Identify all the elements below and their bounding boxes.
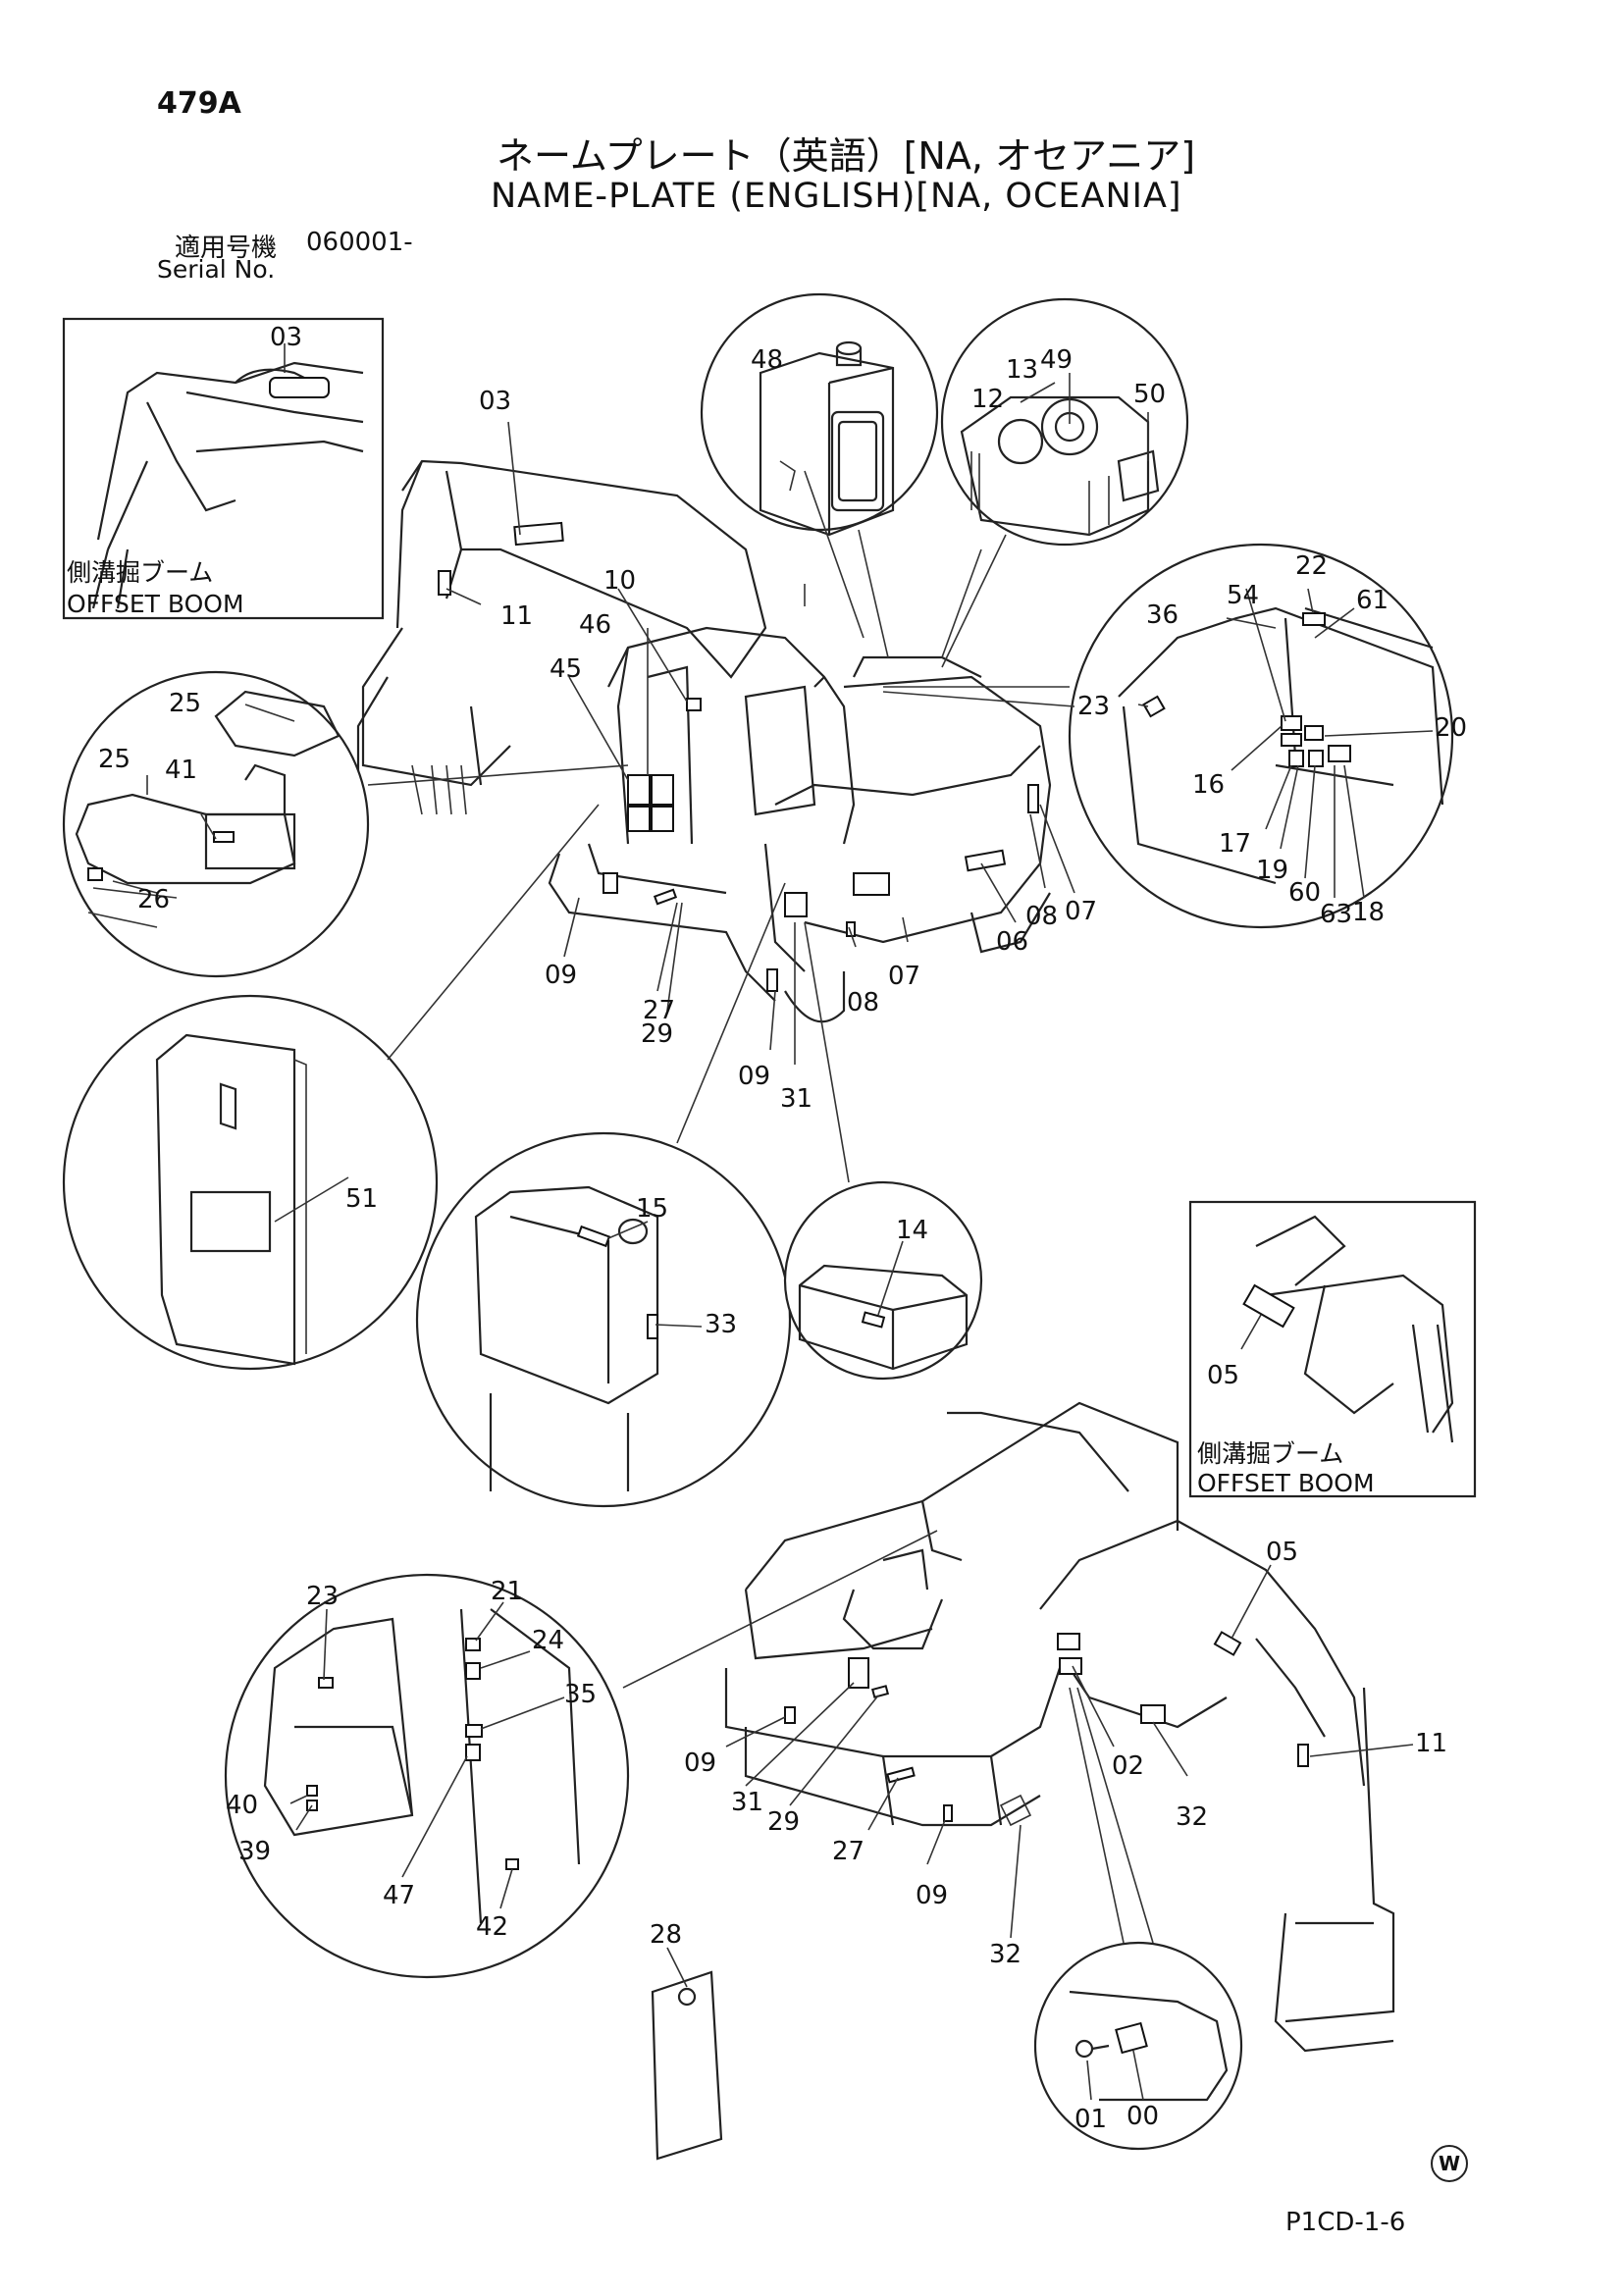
callout-20: 20 (1435, 713, 1467, 743)
callout-31: 31 (780, 1084, 812, 1114)
inset-swing-frame (62, 670, 370, 978)
callout-09: 09 (916, 1881, 948, 1910)
callout-05: 05 (1207, 1361, 1239, 1390)
inset-cab-interior-lower (224, 1573, 630, 1979)
callout-23: 23 (306, 1582, 339, 1611)
callout-36: 36 (1146, 600, 1179, 630)
callout-06: 06 (996, 927, 1028, 957)
callout-07: 07 (888, 962, 920, 991)
callout-17: 17 (1219, 829, 1251, 859)
callout-48: 48 (751, 345, 783, 375)
offset-boom-caption-jp: 側溝掘ブーム (1197, 1439, 1343, 1468)
callout-63: 63 (1320, 900, 1352, 929)
leader-lines (112, 343, 1434, 2101)
callout-21: 21 (491, 1577, 523, 1606)
callout-27: 27 (643, 996, 675, 1025)
callout-09: 09 (738, 1062, 770, 1091)
callout-16: 16 (1192, 770, 1225, 800)
callout-24: 24 (532, 1626, 564, 1655)
callout-23: 23 (1077, 692, 1110, 721)
callout-18: 18 (1352, 898, 1385, 927)
callout-labels: 03 03 11 10 46 45 48 13 49 12 50 25 25 4… (98, 323, 1467, 2134)
callout-49: 49 (1040, 345, 1073, 375)
callout-15: 15 (636, 1194, 668, 1224)
inset-cover-panel (62, 994, 439, 1371)
excavator-front-view (356, 459, 1052, 1023)
callout-00: 00 (1126, 2102, 1159, 2131)
callout-28: 28 (650, 1920, 682, 1950)
inset-offset-boom-top (62, 317, 385, 620)
callout-10: 10 (603, 566, 636, 596)
callout-25: 25 (98, 745, 131, 774)
inset-captions: 側溝掘ブーム OFFSET BOOM 側溝掘ブーム OFFSET BOOM (67, 558, 1375, 1497)
callout-11: 11 (1415, 1729, 1447, 1758)
excavator-rear-view (724, 1401, 1395, 2053)
figure-code: P1CD-1-6 (1285, 2208, 1406, 2237)
serial-label-english: Serial No. (157, 255, 276, 284)
page-number: 479A (157, 86, 241, 121)
title-english: NAME-PLATE (ENGLISH)[NA, OCEANIA] (491, 177, 1182, 216)
inset-serial-plate (1033, 1941, 1243, 2151)
callout-19: 19 (1256, 856, 1288, 885)
callout-33: 33 (705, 1310, 737, 1339)
offset-boom-caption-jp: 側溝掘ブーム (67, 558, 213, 587)
callout-42: 42 (476, 1912, 508, 1942)
inset-radiator (415, 1131, 792, 1508)
callout-26: 26 (137, 885, 170, 914)
callout-50: 50 (1133, 380, 1166, 409)
callout-12: 12 (971, 385, 1004, 414)
callout-51: 51 (345, 1184, 378, 1214)
callout-41: 41 (165, 756, 197, 785)
tag-plate (651, 1970, 723, 2161)
callout-08: 08 (1025, 902, 1058, 931)
serial-label-japanese: 適用号機 (175, 234, 278, 263)
offset-boom-caption-en: OFFSET BOOM (1197, 1469, 1375, 1497)
callout-13: 13 (1006, 355, 1038, 385)
callout-27: 27 (832, 1837, 864, 1866)
callout-07: 07 (1065, 897, 1097, 926)
callout-25: 25 (169, 689, 201, 718)
callout-39: 39 (238, 1837, 271, 1866)
callout-61: 61 (1356, 586, 1388, 615)
callout-29: 29 (767, 1807, 800, 1837)
callout-32: 32 (1176, 1802, 1208, 1832)
offset-boom-caption-en: OFFSET BOOM (67, 590, 244, 618)
inset-cab-interior (1068, 543, 1454, 929)
callout-32: 32 (989, 1940, 1022, 1969)
callout-54: 54 (1227, 581, 1259, 610)
callout-05: 05 (1266, 1538, 1298, 1567)
callout-14: 14 (896, 1216, 928, 1245)
callout-08: 08 (847, 988, 879, 1018)
callout-29: 29 (641, 1019, 673, 1049)
title-japanese: ネームプレート（英語）[NA, オセアニア] (497, 134, 1196, 178)
watermark-w-symbol: W (1431, 2145, 1468, 2182)
callout-45: 45 (550, 654, 582, 684)
callout-02: 02 (1112, 1751, 1144, 1781)
callout-03: 03 (479, 387, 511, 416)
callout-22: 22 (1295, 551, 1328, 581)
callout-47: 47 (383, 1881, 415, 1910)
inset-battery-box (783, 1180, 983, 1381)
callout-11: 11 (500, 601, 533, 631)
callout-60: 60 (1288, 878, 1321, 908)
inset-pump-unit (940, 297, 1189, 547)
serial-number-value: 060001- (306, 228, 413, 257)
callout-03: 03 (270, 323, 302, 352)
inset-offset-boom-right (1188, 1200, 1477, 1498)
callout-01: 01 (1074, 2105, 1107, 2134)
callout-40: 40 (226, 1791, 258, 1820)
inset-hydraulic-tank (700, 292, 939, 537)
callout-46: 46 (579, 610, 611, 640)
callout-35: 35 (564, 1680, 597, 1709)
callout-09: 09 (545, 961, 577, 990)
callout-09: 09 (684, 1748, 716, 1778)
callout-31: 31 (731, 1788, 763, 1817)
